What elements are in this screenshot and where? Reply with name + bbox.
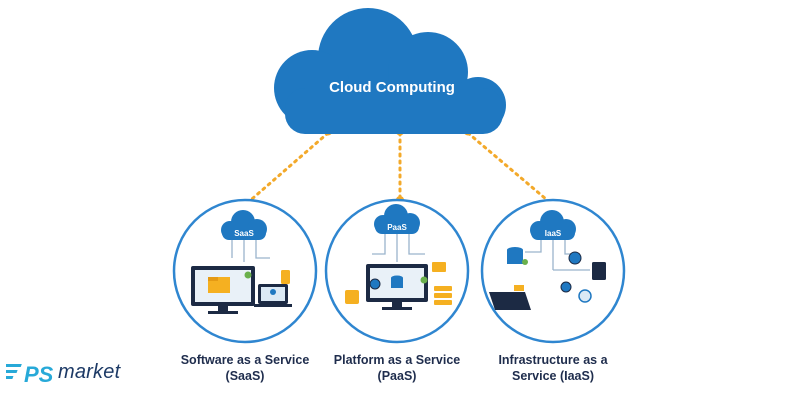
paas-puzzle-icon	[345, 290, 359, 304]
connector-iaas	[466, 131, 555, 207]
iaas-circle: IaaS	[480, 198, 626, 344]
iaas-gear-icon	[568, 251, 582, 265]
saas-cloud-icon	[221, 210, 267, 240]
iaas-database-icon	[507, 247, 523, 264]
paas-caption-line2: (PaaS)	[377, 369, 417, 383]
iaas-cloud-icon	[530, 210, 576, 240]
connector-lines	[243, 131, 555, 207]
saas-caption-line1: Software as a Service	[180, 353, 310, 367]
saas-caption: Software as a Service (SaaS)	[145, 352, 345, 384]
paas-caption-line1: Platform as a Service	[333, 353, 461, 367]
paas-caption: Platform as a Service (PaaS)	[297, 352, 497, 384]
iaas-gear-icon-2	[560, 281, 572, 293]
paas-cloud-icon	[374, 204, 420, 234]
iaas-caption-line1: Infrastructure as a	[498, 353, 608, 367]
iaas-network-icon	[578, 289, 592, 303]
connector-saas	[243, 131, 330, 207]
main-title: Cloud Computing	[329, 79, 455, 96]
saas-circle: SaaS	[172, 198, 318, 344]
paas-gear-icon	[369, 278, 381, 290]
saas-laptop-icon	[254, 284, 292, 307]
saas-caption-line2: (SaaS)	[225, 369, 265, 383]
iaas-badge: IaaS	[545, 229, 562, 238]
iaas-caption-line2: Service (IaaS)	[512, 369, 594, 383]
saas-monitor-icon	[191, 266, 255, 314]
saas-check-icon	[244, 271, 252, 279]
paas-server-icon	[434, 286, 452, 305]
saas-mobile-icon	[281, 270, 290, 284]
iaas-caption: Infrastructure as a Service (IaaS)	[453, 352, 653, 384]
ps-market-logo[interactable]: PS market	[2, 358, 146, 392]
iaas-check-icon	[522, 259, 528, 265]
iaas-server-icon	[592, 262, 606, 280]
paas-badge: PaaS	[387, 223, 407, 232]
saas-badge: SaaS	[234, 229, 254, 238]
ps-logo-icon: PS	[2, 362, 54, 387]
paas-monitor-icon	[366, 264, 428, 310]
paas-check-icon	[420, 276, 428, 284]
iaas-laptop-icon	[489, 285, 531, 310]
logo-mark: PS	[24, 362, 54, 387]
paas-folder-icon	[432, 262, 446, 272]
logo-text: market	[58, 361, 121, 383]
paas-circle: PaaS	[324, 198, 470, 344]
main-cloud-icon	[274, 8, 506, 134]
